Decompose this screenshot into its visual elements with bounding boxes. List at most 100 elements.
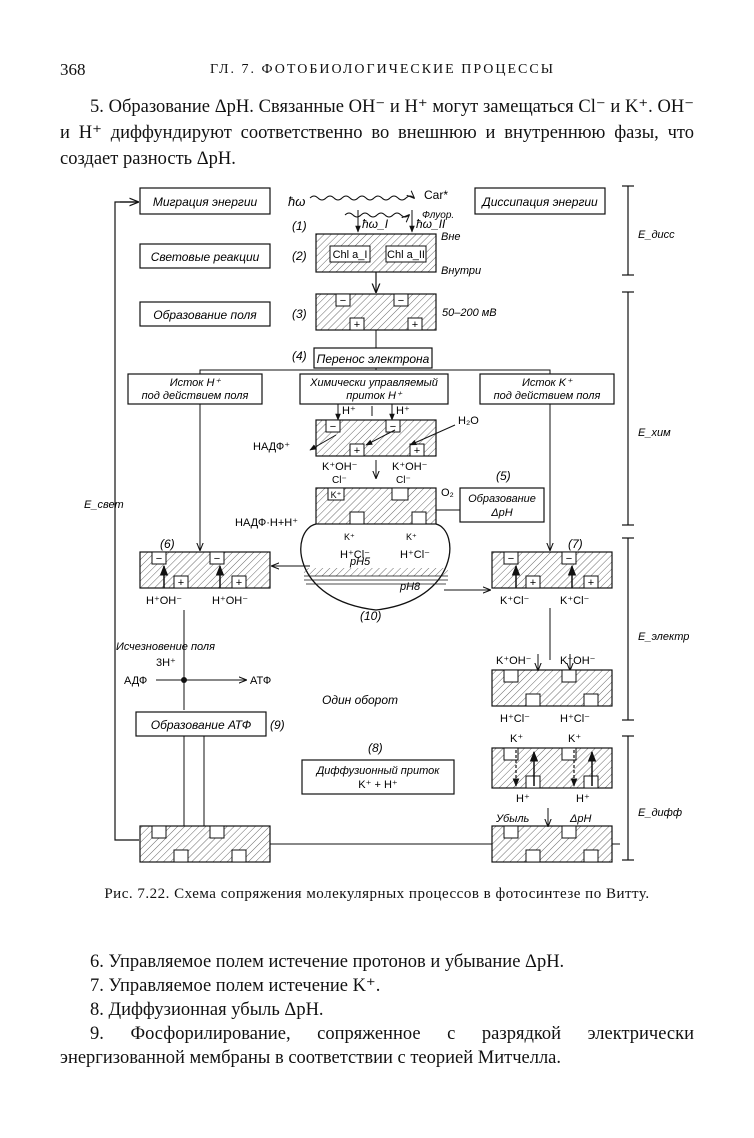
o2-label: O₂ xyxy=(441,487,454,499)
k-cl-label: K⁺Cl⁻ xyxy=(500,595,530,607)
membrane-chem: − − + + xyxy=(315,419,437,457)
atp-formation-box: Образование АТФ xyxy=(135,711,267,737)
h-outflow-line1: Исток H⁺ xyxy=(170,377,222,389)
plus-sign: + xyxy=(588,577,594,589)
atp-label: АТФ xyxy=(250,675,271,687)
membrane-2: Chl a_I Chl a_II xyxy=(315,233,437,273)
electron-transfer-box: Перенос электрона xyxy=(313,347,433,369)
plus-sign: + xyxy=(412,319,418,331)
step-3-num: (3) xyxy=(292,307,307,321)
k-outflow-box: Исток K⁺ под действием поля xyxy=(479,373,615,405)
list-item: 9. Фосфорилирование, сопряженное с разря… xyxy=(60,1024,694,1068)
chem-flow-line2: приток H⁺ xyxy=(346,390,403,402)
inside-label: Внутри xyxy=(441,265,481,277)
dph-label: ΔpH xyxy=(569,813,591,825)
ph8-label: pH8 xyxy=(399,581,421,593)
dph-formation-line2: ΔpH xyxy=(490,507,512,519)
h2o-label: H₂O xyxy=(458,415,479,427)
hw1-label: ħω_I xyxy=(362,217,389,231)
step-2-num: (2) xyxy=(292,249,307,263)
step-7-num: (7) xyxy=(568,537,583,551)
membrane-diff xyxy=(491,747,613,789)
diffusion-line1: Диффузионный приток xyxy=(315,765,441,777)
k-cl-label: K⁺Cl⁻ xyxy=(560,595,590,607)
energy-migration-box: Миграция энергии xyxy=(139,187,271,215)
k-label: K⁺ xyxy=(344,532,355,542)
chem-flow-box: Химически управляемый приток H⁺ xyxy=(299,373,449,405)
chem-flow-line1: Химически управляемый xyxy=(309,377,438,389)
three-h-label: 3H⁺ xyxy=(156,657,176,669)
k-oh-label: K⁺OH⁻ xyxy=(560,655,596,667)
step-10-num: (10) xyxy=(360,609,381,623)
dph-formation-box: Образование ΔpH xyxy=(459,487,545,523)
field-formation-box: Образование поля xyxy=(139,301,271,327)
h-outflow-line2: под действием поля xyxy=(142,390,249,402)
h-oh-label: H⁺OH⁻ xyxy=(146,595,182,607)
minus-sign: − xyxy=(340,295,346,307)
membrane-bottom-right xyxy=(491,825,613,863)
list-item: 7. Управляемое полем истечение K⁺. xyxy=(90,976,381,996)
h-plus-label: H⁺ xyxy=(516,793,530,805)
figure-caption: Рис. 7.22. Схема сопряжения молекулярных… xyxy=(104,886,650,902)
h-plus-label: H⁺ xyxy=(576,793,590,805)
step-8-num: (8) xyxy=(368,741,383,755)
cl-label: Cl⁻ xyxy=(332,475,347,486)
intro-paragraph: 5. Образование ΔpH. Связанные OH⁻ и H⁺ м… xyxy=(60,97,694,169)
membrane-7: − − + + xyxy=(491,551,613,589)
minus-sign: − xyxy=(156,553,162,565)
step-1-num: (1) xyxy=(292,219,307,233)
plus-sign: + xyxy=(354,319,360,331)
minus-sign: − xyxy=(398,295,404,307)
energy-migration-label: Миграция энергии xyxy=(153,195,258,209)
hw2-label: ħω_II xyxy=(416,217,446,231)
mv-label: 50–200 мВ xyxy=(442,307,497,319)
ph5-label: pH5 xyxy=(349,556,371,568)
h-cl-label: H⁺Cl⁻ xyxy=(400,549,430,561)
dph-formation-line1: Образование xyxy=(468,493,536,505)
minus-sign: − xyxy=(508,553,514,565)
decline-label: Убыль xyxy=(495,813,530,825)
light-reactions-box: Световые реакции xyxy=(139,243,271,269)
one-turn-label: Один оборот xyxy=(322,693,398,707)
energy-dissipation-box: Диссипация энергии xyxy=(474,187,606,215)
scheme-figure: Миграция энергии Диссипация энергии ħω C… xyxy=(84,185,689,863)
membrane-3: − − + + xyxy=(315,293,437,331)
e-chem-label: E_хим xyxy=(638,427,671,439)
step-4-num: (4) xyxy=(292,349,307,363)
chl2-label: Chl a_II xyxy=(387,249,425,261)
step-9-num: (9) xyxy=(270,718,285,732)
numbered-list: 6. Управляемое полем истечение протонов … xyxy=(60,950,694,1070)
field-vanish-label: Исчезновение поля xyxy=(116,641,215,653)
plus-sign: + xyxy=(354,445,360,457)
k-oh-label: K⁺OH⁻ xyxy=(322,461,358,473)
h-oh-label: H⁺OH⁻ xyxy=(212,595,248,607)
membrane-6: − − + + xyxy=(139,551,271,589)
plus-sign: + xyxy=(178,577,184,589)
e-light-label: E_свет xyxy=(84,499,124,511)
thylakoid-compartment: pH5 pH8 K⁺ K⁺ H⁺Cl⁻ H⁺Cl⁻ xyxy=(300,523,451,611)
k-label: K⁺ xyxy=(406,532,417,542)
running-head: ГЛ. 7. ФОТОБИОЛОГИЧЕСКИЕ ПРОЦЕССЫ xyxy=(210,62,555,77)
nadph-label: НАДФ·Н+Н⁺ xyxy=(235,517,298,529)
diffusion-box: Диффузионный приток K⁺ + H⁺ xyxy=(301,759,455,795)
k-oh-label: K⁺OH⁻ xyxy=(496,655,532,667)
h-plus-label: H⁺ xyxy=(342,405,356,417)
e-electr-label: E_электр xyxy=(638,631,689,643)
field-formation-label: Образование поля xyxy=(153,308,257,322)
plus-sign: + xyxy=(530,577,536,589)
electron-transfer-label: Перенос электрона xyxy=(317,352,430,366)
e-diss-label: E_дисс xyxy=(638,229,675,241)
outside-label: Вне xyxy=(441,231,461,243)
diffusion-line2: K⁺ + H⁺ xyxy=(358,779,398,791)
page-header: 368 ГЛ. 7. ФОТОБИОЛОГИЧЕСКИЕ ПРОЦЕССЫ xyxy=(60,60,694,84)
k-label: K⁺ xyxy=(568,733,581,745)
list-item: 8. Диффузионная убыль ΔpH. xyxy=(90,1000,324,1020)
energy-dissipation-label: Диссипация энергии xyxy=(480,195,598,209)
membrane-bottom-left xyxy=(139,825,271,863)
membrane-k: K⁺ xyxy=(315,487,437,525)
minus-sign: − xyxy=(214,553,220,565)
plus-sign: + xyxy=(236,577,242,589)
h-cl-label: H⁺Cl⁻ xyxy=(500,713,530,725)
step-6-num: (6) xyxy=(160,537,175,551)
